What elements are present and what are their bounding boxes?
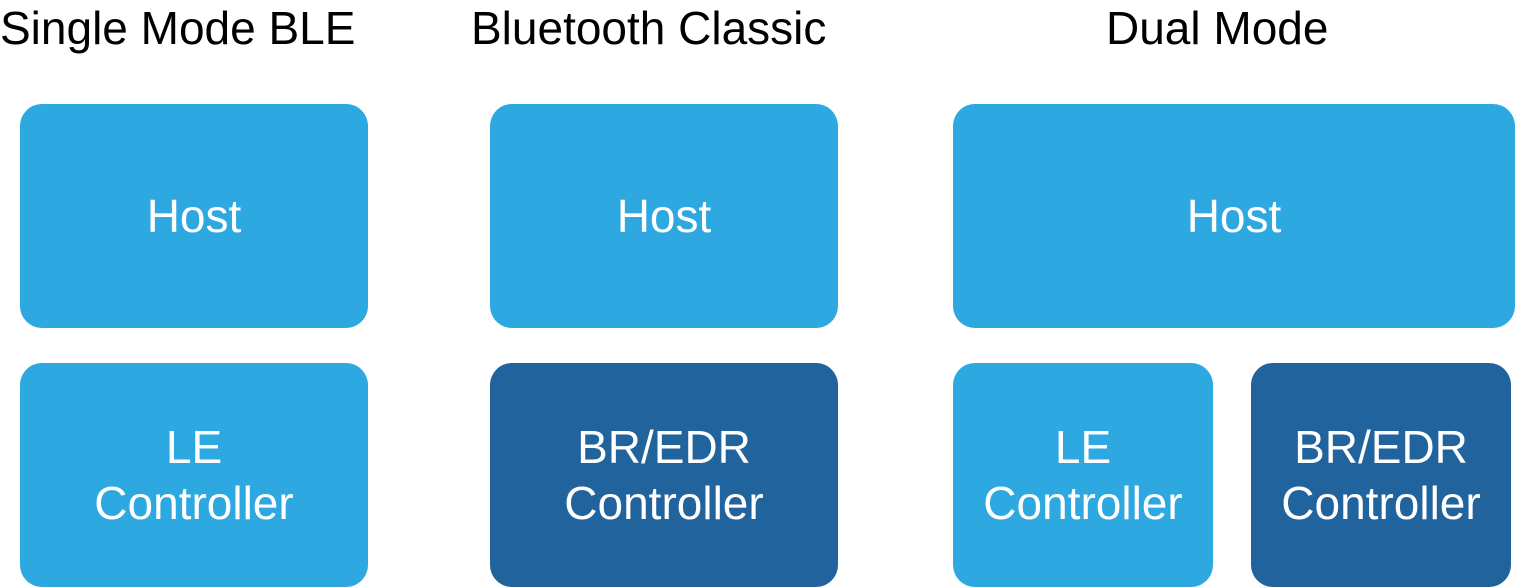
single-mode-host-label: Host bbox=[146, 190, 242, 242]
dual-mode-le-controller-label: LE Controller bbox=[983, 421, 1183, 529]
dual-mode-le-controller-box: LE Controller bbox=[953, 363, 1213, 587]
classic-br-edr-controller-label: BR/EDR Controller bbox=[564, 421, 764, 529]
dual-mode-br-edr-controller-box: BR/EDR Controller bbox=[1251, 363, 1511, 587]
single-mode-le-controller-label: LE Controller bbox=[94, 421, 294, 529]
dual-mode-host-label: Host bbox=[1186, 190, 1282, 242]
classic-host-label: Host bbox=[616, 190, 712, 242]
single-mode-host-box: Host bbox=[20, 104, 368, 328]
single-mode-le-controller-box: LE Controller bbox=[20, 363, 368, 587]
classic-host-box: Host bbox=[490, 104, 838, 328]
dual-mode-title: Dual Mode bbox=[1106, 2, 1329, 54]
dual-mode-host-box: Host bbox=[953, 104, 1515, 328]
classic-br-edr-controller-box: BR/EDR Controller bbox=[490, 363, 838, 587]
bluetooth-classic-title: Bluetooth Classic bbox=[471, 2, 827, 54]
single-mode-ble-title: Single Mode BLE bbox=[0, 2, 356, 54]
dual-mode-br-edr-controller-label: BR/EDR Controller bbox=[1281, 421, 1481, 529]
